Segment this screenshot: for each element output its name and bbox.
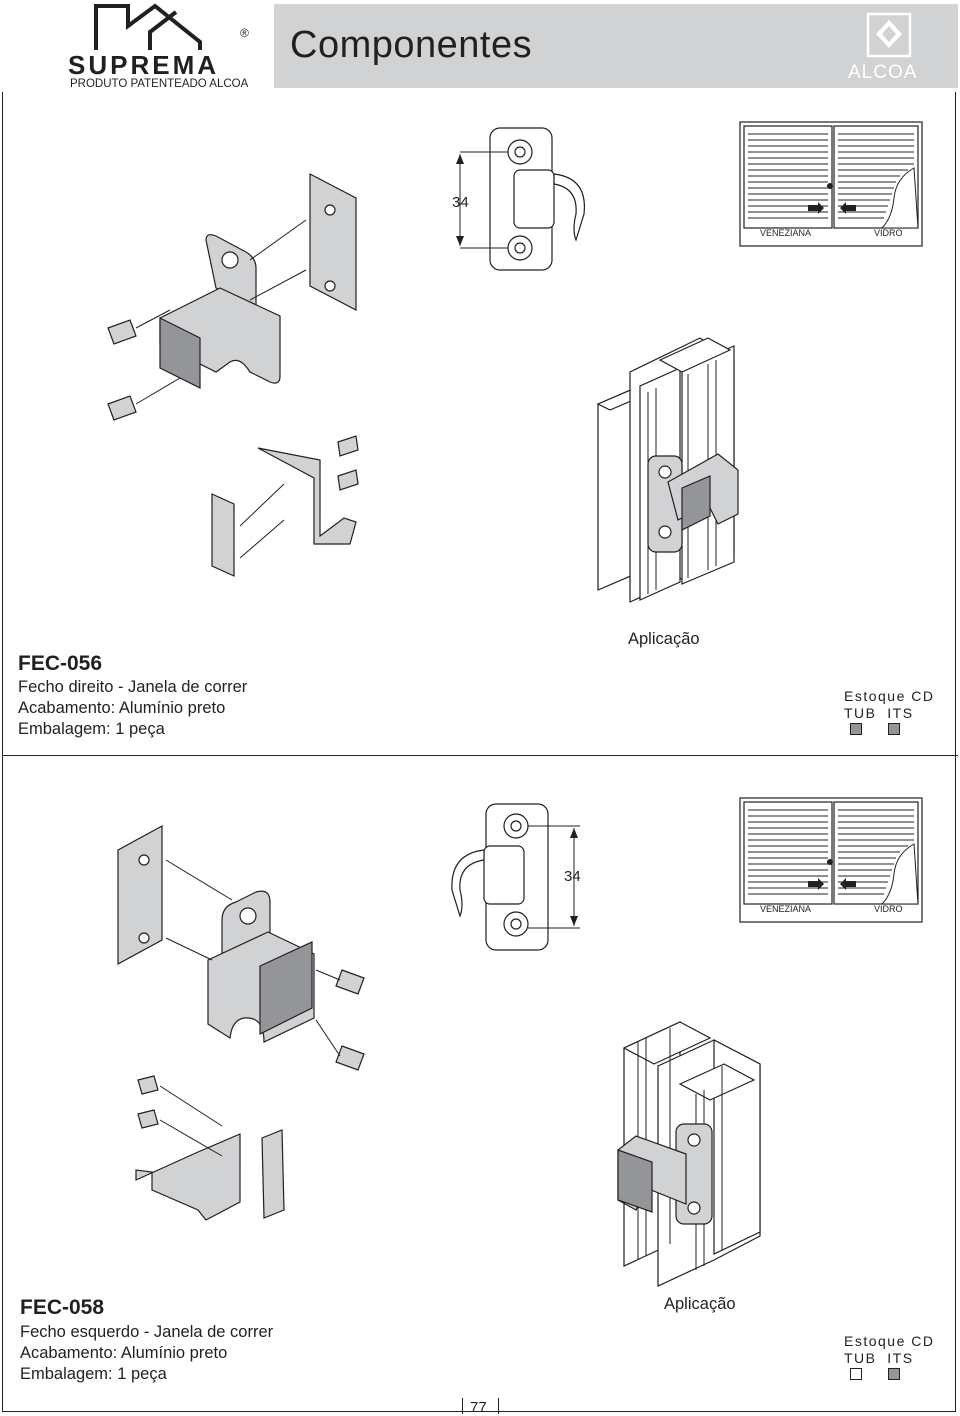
registered-mark: ® (240, 26, 249, 40)
fec-056-finish: Acabamento: Alumínio preto (18, 699, 226, 717)
fec-056-code: FEC-056 (18, 652, 103, 675)
fec-058-finish: Acabamento: Alumínio preto (20, 1344, 228, 1362)
alcoa-logo-icon (866, 12, 912, 58)
fec-058-stock-title: Estoque CD (844, 1333, 935, 1349)
fec-058-application-label: Aplicação (664, 1295, 736, 1313)
fec-058-front-view-drawing-icon (451, 803, 580, 951)
brand-tagline: PRODUTO PATENTEADO ALCOA (70, 78, 249, 90)
brand-name: SUPREMA (68, 50, 220, 80)
fec-056-stock-columns: TUB ITS (844, 705, 914, 721)
fec-056-application-drawing-icon (596, 337, 739, 603)
brand-logo (0, 0, 272, 92)
fec-058-stock-tub-indicator (850, 1368, 862, 1380)
fec-058-dimension-label: 34 (564, 868, 581, 885)
fec-056-application-label: Aplicação (628, 630, 700, 648)
fec-056-description: Fecho direito - Janela de correr (18, 678, 248, 696)
fec-056-packaging: Embalagem: 1 peça (18, 720, 165, 738)
fec-056-window-diagram-icon (739, 121, 923, 247)
fec-056-stock-tub-indicator (850, 723, 862, 735)
page-number: 77 (470, 1399, 487, 1416)
title-bar (274, 4, 958, 88)
fec-058-packaging: Embalagem: 1 peça (20, 1365, 167, 1383)
page-number-divider-right (498, 1398, 499, 1414)
fec-056-stock-its-indicator (888, 723, 900, 735)
fec-058-window-right-label: VIDRO (874, 904, 903, 914)
fec-058-code: FEC-058 (20, 1296, 105, 1319)
content-frame (2, 92, 956, 1412)
fec-058-application-drawing-icon (617, 1021, 761, 1287)
fec-056-window-left-label: VENEZIANA (760, 228, 812, 238)
suprema-house-logo-icon (94, 3, 202, 50)
fec-056-front-view-drawing-icon (456, 127, 586, 271)
partner-name: ALCOA (848, 62, 918, 83)
fec-058-stock-its-indicator (888, 1368, 900, 1380)
fec-058-description: Fecho esquerdo - Janela de correr (20, 1323, 274, 1341)
fec-058-exploded-drawing-icon (117, 824, 365, 1221)
fec-058-window-left-label: VENEZIANA (760, 904, 812, 914)
section-divider (2, 755, 958, 756)
fec-058-stock-columns: TUB ITS (844, 1350, 914, 1366)
fec-058-window-diagram-icon (739, 797, 923, 923)
fec-056-exploded-drawing-icon (107, 173, 359, 577)
fec-056-stock-title: Estoque CD (844, 688, 935, 704)
fec-056-window-right-label: VIDRO (874, 228, 903, 238)
page-title: Componentes (290, 24, 533, 66)
fec-056-dimension-label: 34 (452, 194, 469, 211)
page-number-divider-left (462, 1398, 463, 1414)
